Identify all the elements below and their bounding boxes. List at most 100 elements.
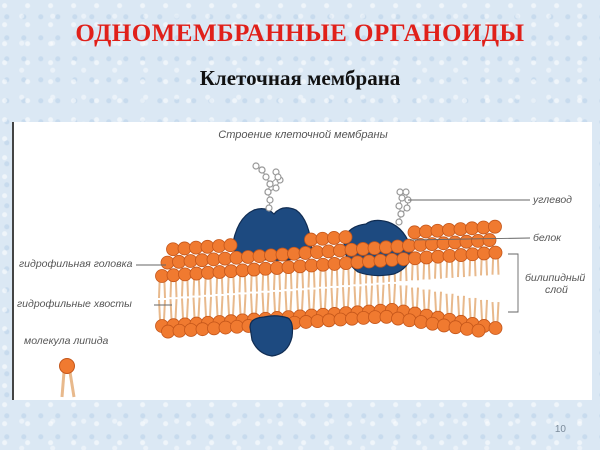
lipid-head: [281, 260, 296, 275]
lipid-tail: [496, 301, 500, 323]
top-lipid-heads: [155, 219, 503, 283]
membrane-illustration: [59, 162, 531, 398]
lipid-head: [206, 252, 221, 267]
lipid-head: [379, 240, 393, 255]
bottom-lipid-heads: [155, 302, 503, 339]
lipid-head: [465, 247, 480, 262]
lipid-head: [258, 261, 273, 276]
lipid-head: [344, 242, 359, 257]
lipid-head: [177, 241, 192, 256]
lipid-head: [367, 241, 382, 256]
lipid-head: [460, 322, 474, 336]
lipid-tail: [330, 287, 334, 308]
label-bilayer-line1: билипидный: [525, 272, 586, 284]
lipid-head: [419, 224, 433, 239]
lipid-head: [414, 315, 428, 329]
lipid-head: [431, 249, 445, 264]
lipid-head: [442, 248, 457, 263]
lipid-head: [298, 246, 313, 260]
lipid-tail: [399, 285, 403, 306]
integral-protein-bottom: [249, 315, 294, 357]
lipid-head: [183, 254, 198, 268]
lipid-head: [339, 256, 353, 271]
lipid-head: [161, 324, 175, 339]
sugar-unit: [266, 180, 274, 188]
sugar-unit: [274, 173, 282, 181]
carbohydrate-chains: [252, 162, 412, 226]
lipid-head: [419, 250, 434, 265]
lipid-tail: [296, 290, 299, 311]
sugar-unit: [402, 188, 410, 196]
lipid-tail: [197, 297, 201, 318]
lipid-head: [293, 259, 307, 274]
lipid-tail: [468, 297, 472, 318]
lipid-head: [338, 230, 353, 245]
lipid-head: [402, 313, 417, 328]
label-carbohydrate: углевод: [533, 194, 572, 206]
lipid-tail: [278, 291, 281, 312]
lipid-head: [442, 223, 456, 237]
lipid-head: [235, 263, 250, 278]
lipid-head: [304, 232, 318, 247]
lipid-head: [195, 322, 210, 337]
lipid-head: [413, 238, 428, 252]
lipid-head: [459, 234, 474, 249]
lipid-head: [333, 312, 348, 327]
lipid-tail: [220, 295, 224, 317]
sugar-unit: [403, 204, 411, 212]
sugar-unit: [262, 173, 270, 181]
lipid-molecule-icon: [59, 358, 76, 398]
lipid-head: [448, 235, 462, 250]
lipid-head: [465, 221, 479, 236]
page-number: 10: [554, 424, 566, 435]
lipid-head: [425, 316, 440, 331]
lipid-tail: [238, 294, 242, 315]
bilayer-bracket: [508, 253, 519, 313]
lipid-tail: [158, 299, 161, 321]
lipid-tail: [491, 301, 495, 323]
lipid-head: [241, 250, 255, 264]
lipid-tail: [209, 296, 212, 317]
lipid-head: [453, 222, 468, 237]
leader-lines: [136, 199, 531, 313]
lipid-tail: [358, 286, 362, 307]
lipid-tail: [174, 299, 178, 320]
lipid-head: [224, 264, 238, 279]
lipid-tail: [365, 285, 368, 306]
sugar-unit: [396, 188, 404, 196]
lipid-head: [299, 315, 313, 329]
lipid-head: [229, 250, 244, 265]
sugar-unit: [252, 162, 260, 170]
lipid-tail: [255, 293, 258, 314]
lipid-tail: [312, 289, 316, 310]
lipid-head: [304, 258, 319, 273]
lipid-head: [396, 252, 411, 266]
lipid-head: [327, 231, 341, 245]
lipid-head: [189, 240, 203, 255]
lipid-head: [178, 267, 192, 282]
lipid-tail: [266, 292, 270, 313]
lipid-tail: [192, 297, 196, 318]
label-bilayer: билипидный слой: [525, 272, 585, 296]
lipid-tail: [204, 296, 207, 317]
lipid-head: [310, 245, 324, 260]
lipid-head: [476, 220, 491, 235]
slide-subtitle: Клеточная мембрана: [199, 66, 401, 90]
lipid-head: [172, 323, 187, 338]
lipid-tail: [404, 285, 408, 306]
lipid-tail: [215, 295, 219, 317]
lipid-tail: [393, 283, 396, 304]
lipid-tail: [335, 287, 339, 308]
lipid-head: [223, 238, 238, 253]
lipid-head: [322, 313, 336, 328]
lipid-head: [327, 257, 342, 271]
lipid-head: [488, 219, 502, 234]
lipid-tail: [416, 287, 419, 308]
lipid-tail: [284, 291, 288, 312]
lipid-head: [201, 265, 215, 280]
lipid-tail: [273, 291, 276, 312]
lipid-head: [390, 239, 405, 254]
lipid-head: [315, 231, 330, 246]
lipid-tail: [353, 286, 357, 307]
lipid-tail: [434, 291, 437, 312]
